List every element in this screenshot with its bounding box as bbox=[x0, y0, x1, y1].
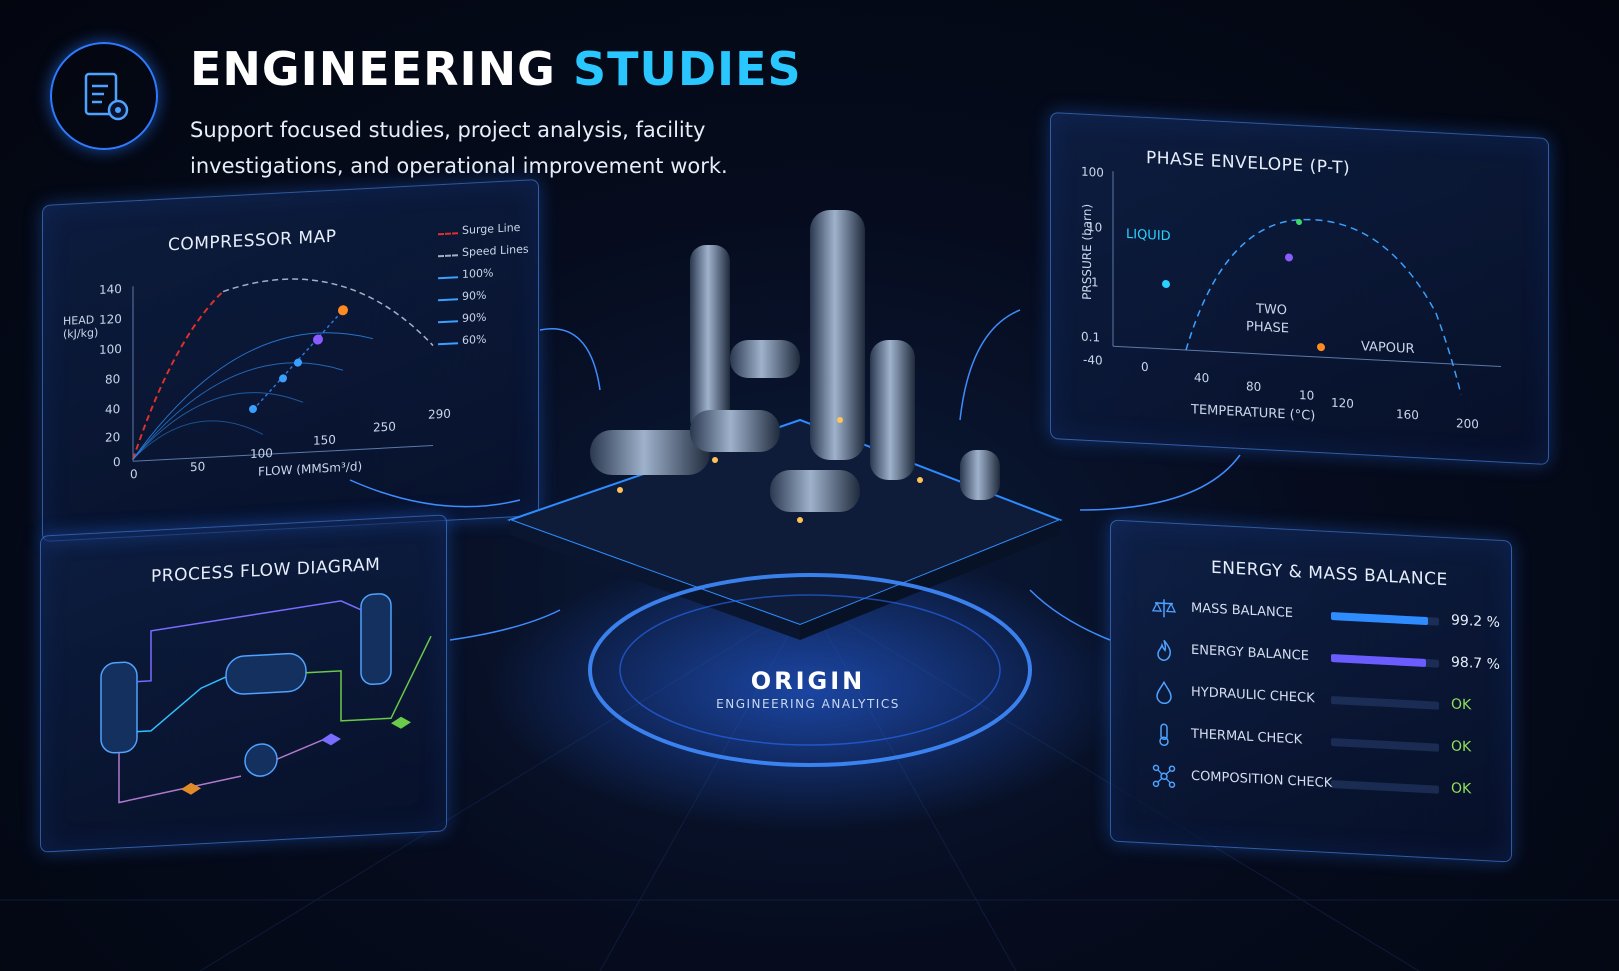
tower bbox=[870, 340, 915, 480]
brand-name: ORIGIN bbox=[750, 667, 866, 695]
phase-envelope-panel: PHASE ENVELOPE (P-T) PRSSURE (barn) TEMP… bbox=[1050, 111, 1549, 466]
thermometer-icon bbox=[1159, 723, 1169, 747]
page-title: ENGINEERING STUDIES bbox=[190, 42, 802, 96]
pfd-diagram bbox=[100, 593, 432, 804]
balance-row: ENERGY BALANCE 98.7 % bbox=[1151, 635, 1511, 684]
header-icon-badge bbox=[50, 42, 158, 150]
droplet-icon bbox=[1156, 680, 1172, 705]
drum bbox=[730, 340, 800, 378]
balance-row: MASS BALANCE 99.2 % bbox=[1151, 593, 1511, 642]
valve-icon bbox=[321, 733, 341, 746]
pfd-panel: PROCESS FLOW DIAGRAM bbox=[40, 514, 447, 853]
drum bbox=[690, 410, 780, 452]
valve-icon bbox=[391, 716, 411, 729]
tower bbox=[810, 210, 865, 460]
flame-icon bbox=[1157, 639, 1171, 662]
phase-point bbox=[1285, 253, 1293, 262]
document-gear-icon bbox=[84, 72, 129, 121]
phase-envelope-chart bbox=[1112, 171, 1501, 395]
brand-tagline: ENGINEERING ANALYTICS bbox=[716, 697, 900, 711]
page-title-accent: STUDIES bbox=[572, 42, 802, 96]
operating-point bbox=[294, 358, 302, 367]
balance-row: THERMAL CHECK OK bbox=[1151, 719, 1511, 768]
page-subtitle: Support focused studies, project analysi… bbox=[190, 118, 728, 178]
compressor-map-chart bbox=[132, 278, 434, 462]
valve-icon bbox=[181, 782, 201, 795]
balance-row: HYDRAULIC CHECK OK bbox=[1151, 677, 1511, 726]
hub-ring bbox=[588, 573, 1032, 767]
operating-point bbox=[249, 404, 257, 413]
phase-point bbox=[1162, 279, 1170, 289]
drum-icon bbox=[225, 652, 307, 695]
operating-point bbox=[279, 374, 287, 383]
scale-icon bbox=[1151, 599, 1177, 618]
tower bbox=[690, 245, 730, 435]
drum bbox=[960, 450, 1000, 500]
drum bbox=[770, 470, 860, 512]
drum bbox=[590, 430, 710, 475]
page-title-main: ENGINEERING bbox=[190, 42, 556, 96]
operating-point bbox=[313, 334, 323, 345]
balance-panel: ENERGY & MASS BALANCE MASS BALANCE 99.2 … bbox=[1110, 519, 1512, 863]
operating-point bbox=[338, 305, 348, 316]
phase-point bbox=[1296, 218, 1302, 225]
molecule-icon bbox=[1152, 764, 1176, 788]
plant-illustration bbox=[506, 210, 1063, 640]
compressor-map-panel: COMPRESSOR MAP HEAD (kJ/kg) FLOW (MMSm³/… bbox=[42, 178, 539, 543]
phase-point bbox=[1317, 343, 1325, 352]
column-icon bbox=[360, 593, 392, 685]
balance-row: COMPOSITION CHECK OK bbox=[1151, 761, 1511, 810]
